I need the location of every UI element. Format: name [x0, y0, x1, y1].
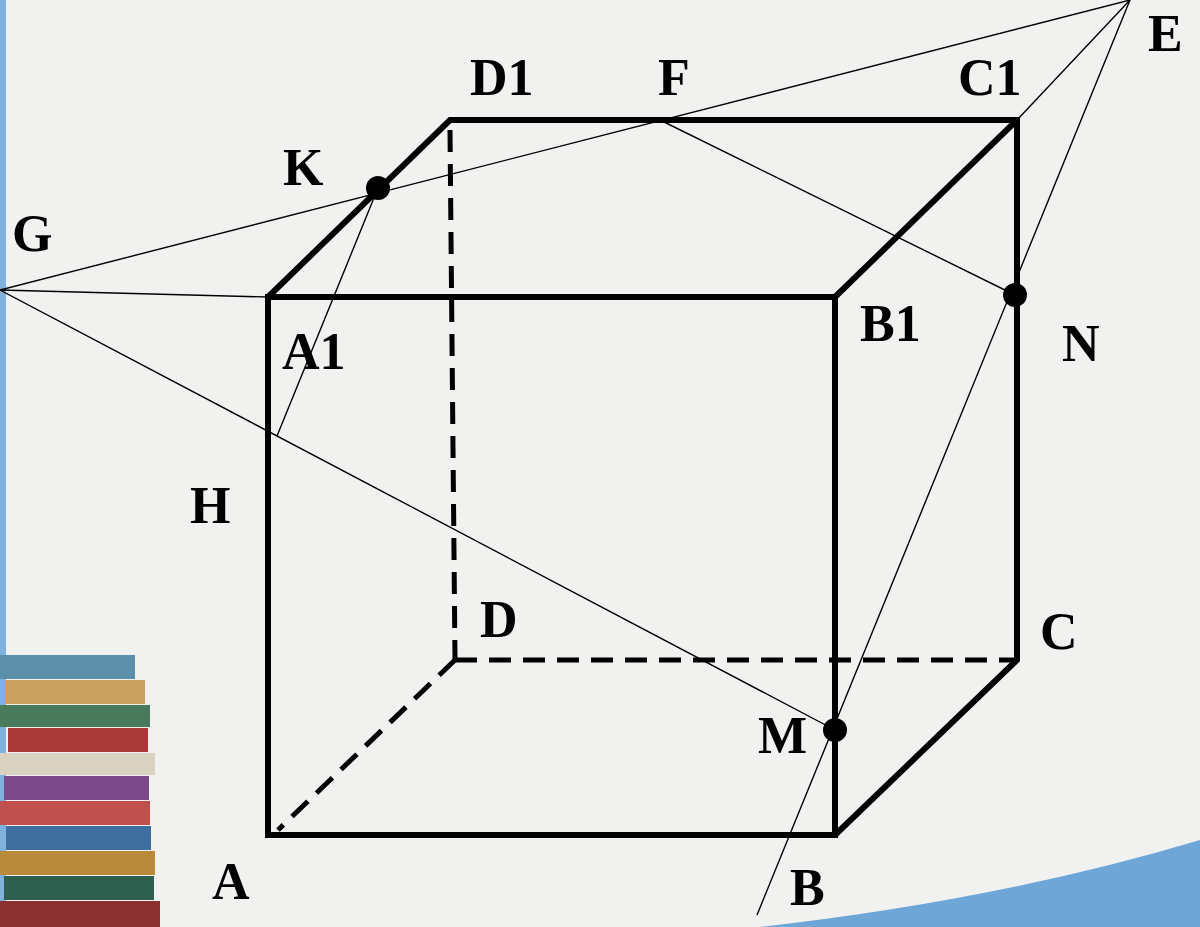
point-label: B1 — [860, 298, 921, 350]
point-label: A1 — [282, 326, 346, 378]
point-label: D — [480, 594, 518, 646]
point-label: H — [190, 480, 230, 532]
point-label: A — [212, 856, 250, 908]
construction-lines — [0, 0, 1130, 915]
point-label: K — [283, 142, 323, 194]
point-label: F — [658, 52, 690, 104]
book-stack — [0, 655, 160, 927]
corner-wave — [760, 840, 1200, 927]
point-label: N — [1062, 318, 1100, 370]
point-label: C1 — [958, 52, 1022, 104]
cube-hidden-edges — [278, 130, 1017, 830]
point-label: D1 — [470, 52, 534, 104]
point-label: B — [790, 862, 825, 914]
section-points — [366, 176, 1027, 742]
point-label: M — [758, 710, 807, 762]
point-label: E — [1148, 8, 1183, 60]
point-label: G — [12, 208, 52, 260]
cube-visible-edges — [268, 120, 1017, 835]
point-label: C — [1040, 606, 1078, 658]
